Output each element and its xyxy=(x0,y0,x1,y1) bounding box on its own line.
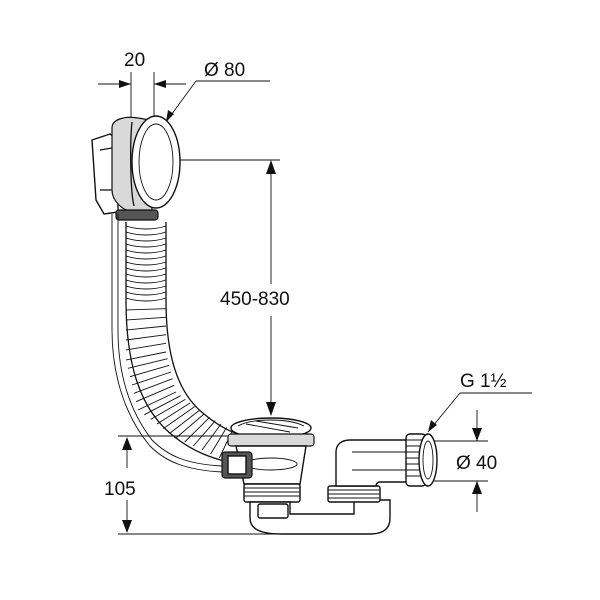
hose-rib xyxy=(125,297,167,302)
hose-rib xyxy=(150,398,186,420)
label-outlet-height: 105 xyxy=(104,479,136,500)
hose-rib xyxy=(125,267,167,272)
hose-rib xyxy=(127,358,168,369)
hose-rib xyxy=(125,243,167,248)
hose-rib xyxy=(175,413,205,439)
hose-rib xyxy=(125,261,167,266)
hose-rib xyxy=(125,291,167,296)
hose-rib xyxy=(169,409,200,434)
control-cable xyxy=(111,214,223,473)
hose-rib xyxy=(125,225,167,230)
hose-rib xyxy=(135,384,175,403)
dimension-overflow-diameter: Ø 80 xyxy=(165,60,270,123)
flexible-hose xyxy=(125,222,239,463)
drain-body xyxy=(221,417,438,535)
hose-rib xyxy=(210,427,228,455)
hose-rib xyxy=(125,325,167,331)
hose-rib xyxy=(125,279,167,284)
label-overflow-diameter: Ø 80 xyxy=(204,60,245,81)
hose-rib xyxy=(125,351,167,361)
hose-rib xyxy=(156,402,191,425)
hose-rib xyxy=(125,231,167,236)
label-thread: G 1½ xyxy=(460,371,507,392)
label-outlet-diameter: Ø 40 xyxy=(456,453,497,474)
hose-rib xyxy=(125,285,167,290)
label-width: 20 xyxy=(124,50,145,71)
dimension-height-range: 450-830 xyxy=(178,159,290,416)
hose-rib xyxy=(125,273,167,278)
hose-rib xyxy=(125,308,167,311)
hose-rib xyxy=(125,237,167,242)
hose-rib xyxy=(131,371,172,386)
hose-rib xyxy=(184,417,210,443)
hose-ribs xyxy=(125,225,233,459)
dimension-width-20: 20 xyxy=(98,50,186,120)
hose-rib xyxy=(163,406,195,430)
hose-rib xyxy=(192,420,216,447)
hose-rib xyxy=(144,395,181,416)
dimension-thread: G 1½ xyxy=(427,371,532,433)
hose-rib xyxy=(125,249,167,254)
hose-rib xyxy=(125,334,167,341)
overflow-head xyxy=(91,115,181,221)
hose-rib xyxy=(125,316,167,321)
dimension-outlet-height: 105 xyxy=(104,435,330,535)
label-height-range: 450-830 xyxy=(220,289,290,310)
hose-rib xyxy=(201,423,222,451)
hose-rib xyxy=(129,364,170,378)
hose-rib xyxy=(137,391,177,411)
hose-rib xyxy=(125,342,167,351)
dimension-outlet-diameter: Ø 40 xyxy=(426,410,497,512)
hose-rib xyxy=(133,378,173,394)
hose-rib xyxy=(125,255,167,260)
